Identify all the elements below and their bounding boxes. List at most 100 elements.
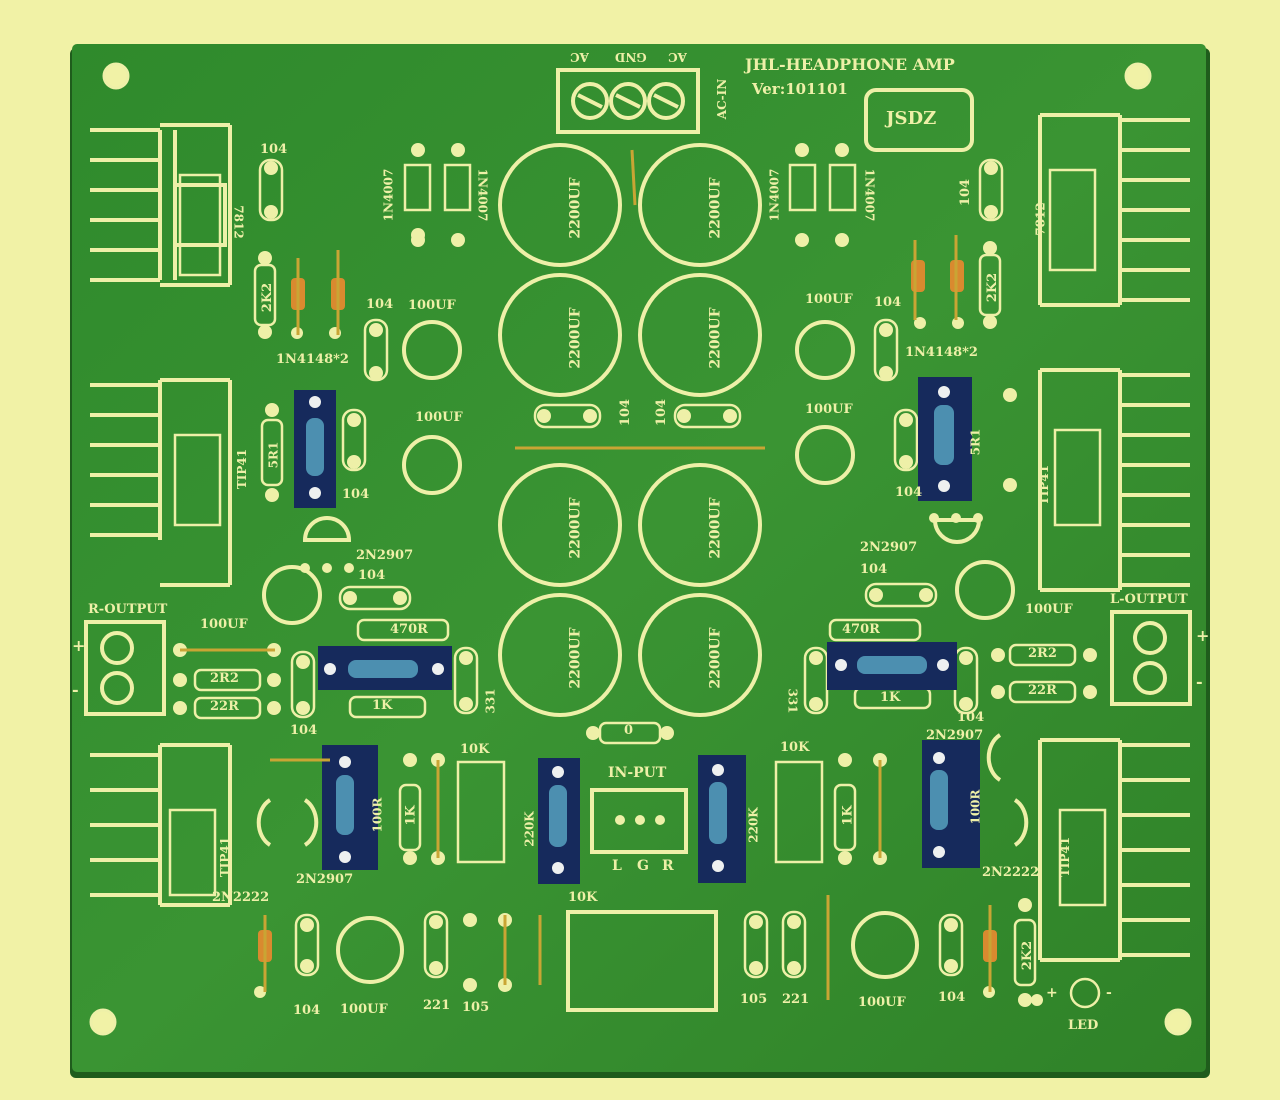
label-470r: 470R xyxy=(842,622,880,637)
label-tip41: TIP41 xyxy=(1058,836,1073,878)
label-input: IN-PUT xyxy=(608,765,667,781)
potentiometer-10k-box xyxy=(456,760,824,1012)
highlight-resistor-220k-right xyxy=(538,758,580,884)
label-104: 104 xyxy=(957,710,985,725)
label-220k: 220K xyxy=(522,811,537,847)
label-220k: 220K xyxy=(746,807,761,843)
heatsink-bottom-left xyxy=(90,743,232,907)
jsdz-badge-frame xyxy=(864,88,974,152)
highlight-resistor-100r-right xyxy=(322,745,378,870)
label-l-output: L-OUTPUT xyxy=(1110,592,1188,607)
label-104: 104 xyxy=(895,485,923,500)
label-7812: 7812 xyxy=(231,205,246,239)
label-2k2: 2K2 xyxy=(985,272,1001,303)
r-output-terminal xyxy=(84,620,166,716)
label-2k2: 2K2 xyxy=(1020,940,1036,971)
label-led-plus: + xyxy=(1046,985,1058,1001)
label-104: 104 xyxy=(938,990,966,1005)
label-104: 104 xyxy=(293,1003,321,1018)
label-104: 104 xyxy=(366,297,394,312)
label-10k: 10K xyxy=(568,890,598,905)
label-2n2907: 2N2907 xyxy=(296,872,354,887)
label-104: 104 xyxy=(654,398,670,427)
label-ac-in: AC-IN xyxy=(715,78,730,120)
label-ac-right: AC xyxy=(668,50,687,64)
label-100uf: 100UF xyxy=(805,402,853,417)
heatsink-mid-right xyxy=(1038,368,1190,592)
highlight-resistor-220k-left xyxy=(698,755,746,883)
label-1n4007: 1N4007 xyxy=(767,168,782,222)
label-input-r: R xyxy=(662,858,674,874)
label-100uf: 100UF xyxy=(1025,602,1073,617)
label-2200uf: 2200UF xyxy=(567,627,584,689)
highlight-resistor-1k-right xyxy=(318,646,452,690)
jumper-wire-group xyxy=(180,149,992,1000)
heatsink-top-right xyxy=(1038,113,1190,307)
label-100uf: 100UF xyxy=(340,1002,388,1017)
label-1n4148: 1N4148*2 xyxy=(276,352,349,367)
label-1k: 1K xyxy=(372,698,393,713)
label-tip41: TIP41 xyxy=(218,836,233,878)
board-version: Ver:101101 xyxy=(752,80,848,98)
label-2n2907: 2N2907 xyxy=(926,728,984,743)
label-minus-r: - xyxy=(72,680,79,699)
label-plus-l: + xyxy=(1196,626,1210,645)
label-2200uf: 2200UF xyxy=(707,177,724,239)
label-ac-left: AC xyxy=(570,50,589,64)
label-5r1: 5R1 xyxy=(968,428,983,456)
label-100uf: 100UF xyxy=(408,298,456,313)
label-331: 331 xyxy=(785,688,800,714)
label-5r1: 5R1 xyxy=(266,441,281,469)
highlight-resistor-5r1-right xyxy=(294,390,336,508)
label-104: 104 xyxy=(958,178,974,207)
jsdz-badge: JSDZ xyxy=(886,108,937,129)
capacitor-100uf-group xyxy=(262,320,1015,984)
label-2200uf: 2200UF xyxy=(707,497,724,559)
l-output-terminal xyxy=(1110,610,1192,706)
label-plus-r: + xyxy=(72,636,86,655)
label-100uf: 100UF xyxy=(858,995,906,1010)
label-104: 104 xyxy=(874,295,902,310)
label-100uf: 100UF xyxy=(200,617,248,632)
label-input-l: L xyxy=(612,858,622,874)
heatsink-bottom-right xyxy=(1038,738,1190,962)
label-1n4007: 1N4007 xyxy=(475,168,490,222)
label-2n2222: 2N2222 xyxy=(212,890,270,905)
label-2200uf: 2200UF xyxy=(567,307,584,369)
label-7812: 7812 xyxy=(1033,202,1048,236)
label-104: 104 xyxy=(618,398,634,427)
label-1k: 1K xyxy=(840,805,856,826)
label-2k2: 2K2 xyxy=(260,282,276,313)
label-100uf: 100UF xyxy=(415,410,463,425)
ac-input-terminal xyxy=(556,68,700,134)
label-2r2: 2R2 xyxy=(210,671,239,686)
label-2200uf: 2200UF xyxy=(707,307,724,369)
label-104: 104 xyxy=(342,487,370,502)
transistor-outline-group xyxy=(256,516,1029,847)
highlight-resistor-1k-left xyxy=(827,642,957,690)
label-104: 104 xyxy=(290,723,318,738)
label-100r: 100R xyxy=(370,797,385,833)
label-led: LED xyxy=(1068,1018,1099,1033)
label-2r2: 2R2 xyxy=(1028,646,1057,661)
mounting-hole xyxy=(102,62,130,90)
label-104: 104 xyxy=(260,142,288,157)
label-22r: 22R xyxy=(210,699,239,714)
capacitor-2200uf-group xyxy=(498,143,762,717)
label-0-ohm: 0 xyxy=(624,723,634,738)
label-1k: 1K xyxy=(880,690,901,705)
label-1k: 1K xyxy=(403,805,419,826)
diode-1n4007-group xyxy=(403,163,857,212)
label-1n4148: 1N4148*2 xyxy=(905,345,978,360)
label-tip41: TIP41 xyxy=(1037,464,1052,506)
label-221: 221 xyxy=(423,998,451,1013)
mounting-hole xyxy=(89,1008,117,1036)
label-tip41: TIP41 xyxy=(235,448,250,490)
label-105: 105 xyxy=(462,1000,490,1015)
capacitor-104-group xyxy=(258,158,1004,979)
label-gnd: GND xyxy=(615,50,647,64)
board-title: JHL-HEADPHONE AMP xyxy=(745,55,955,74)
label-10k: 10K xyxy=(780,740,810,755)
label-2n2907: 2N2907 xyxy=(356,548,414,563)
label-2200uf: 2200UF xyxy=(567,177,584,239)
